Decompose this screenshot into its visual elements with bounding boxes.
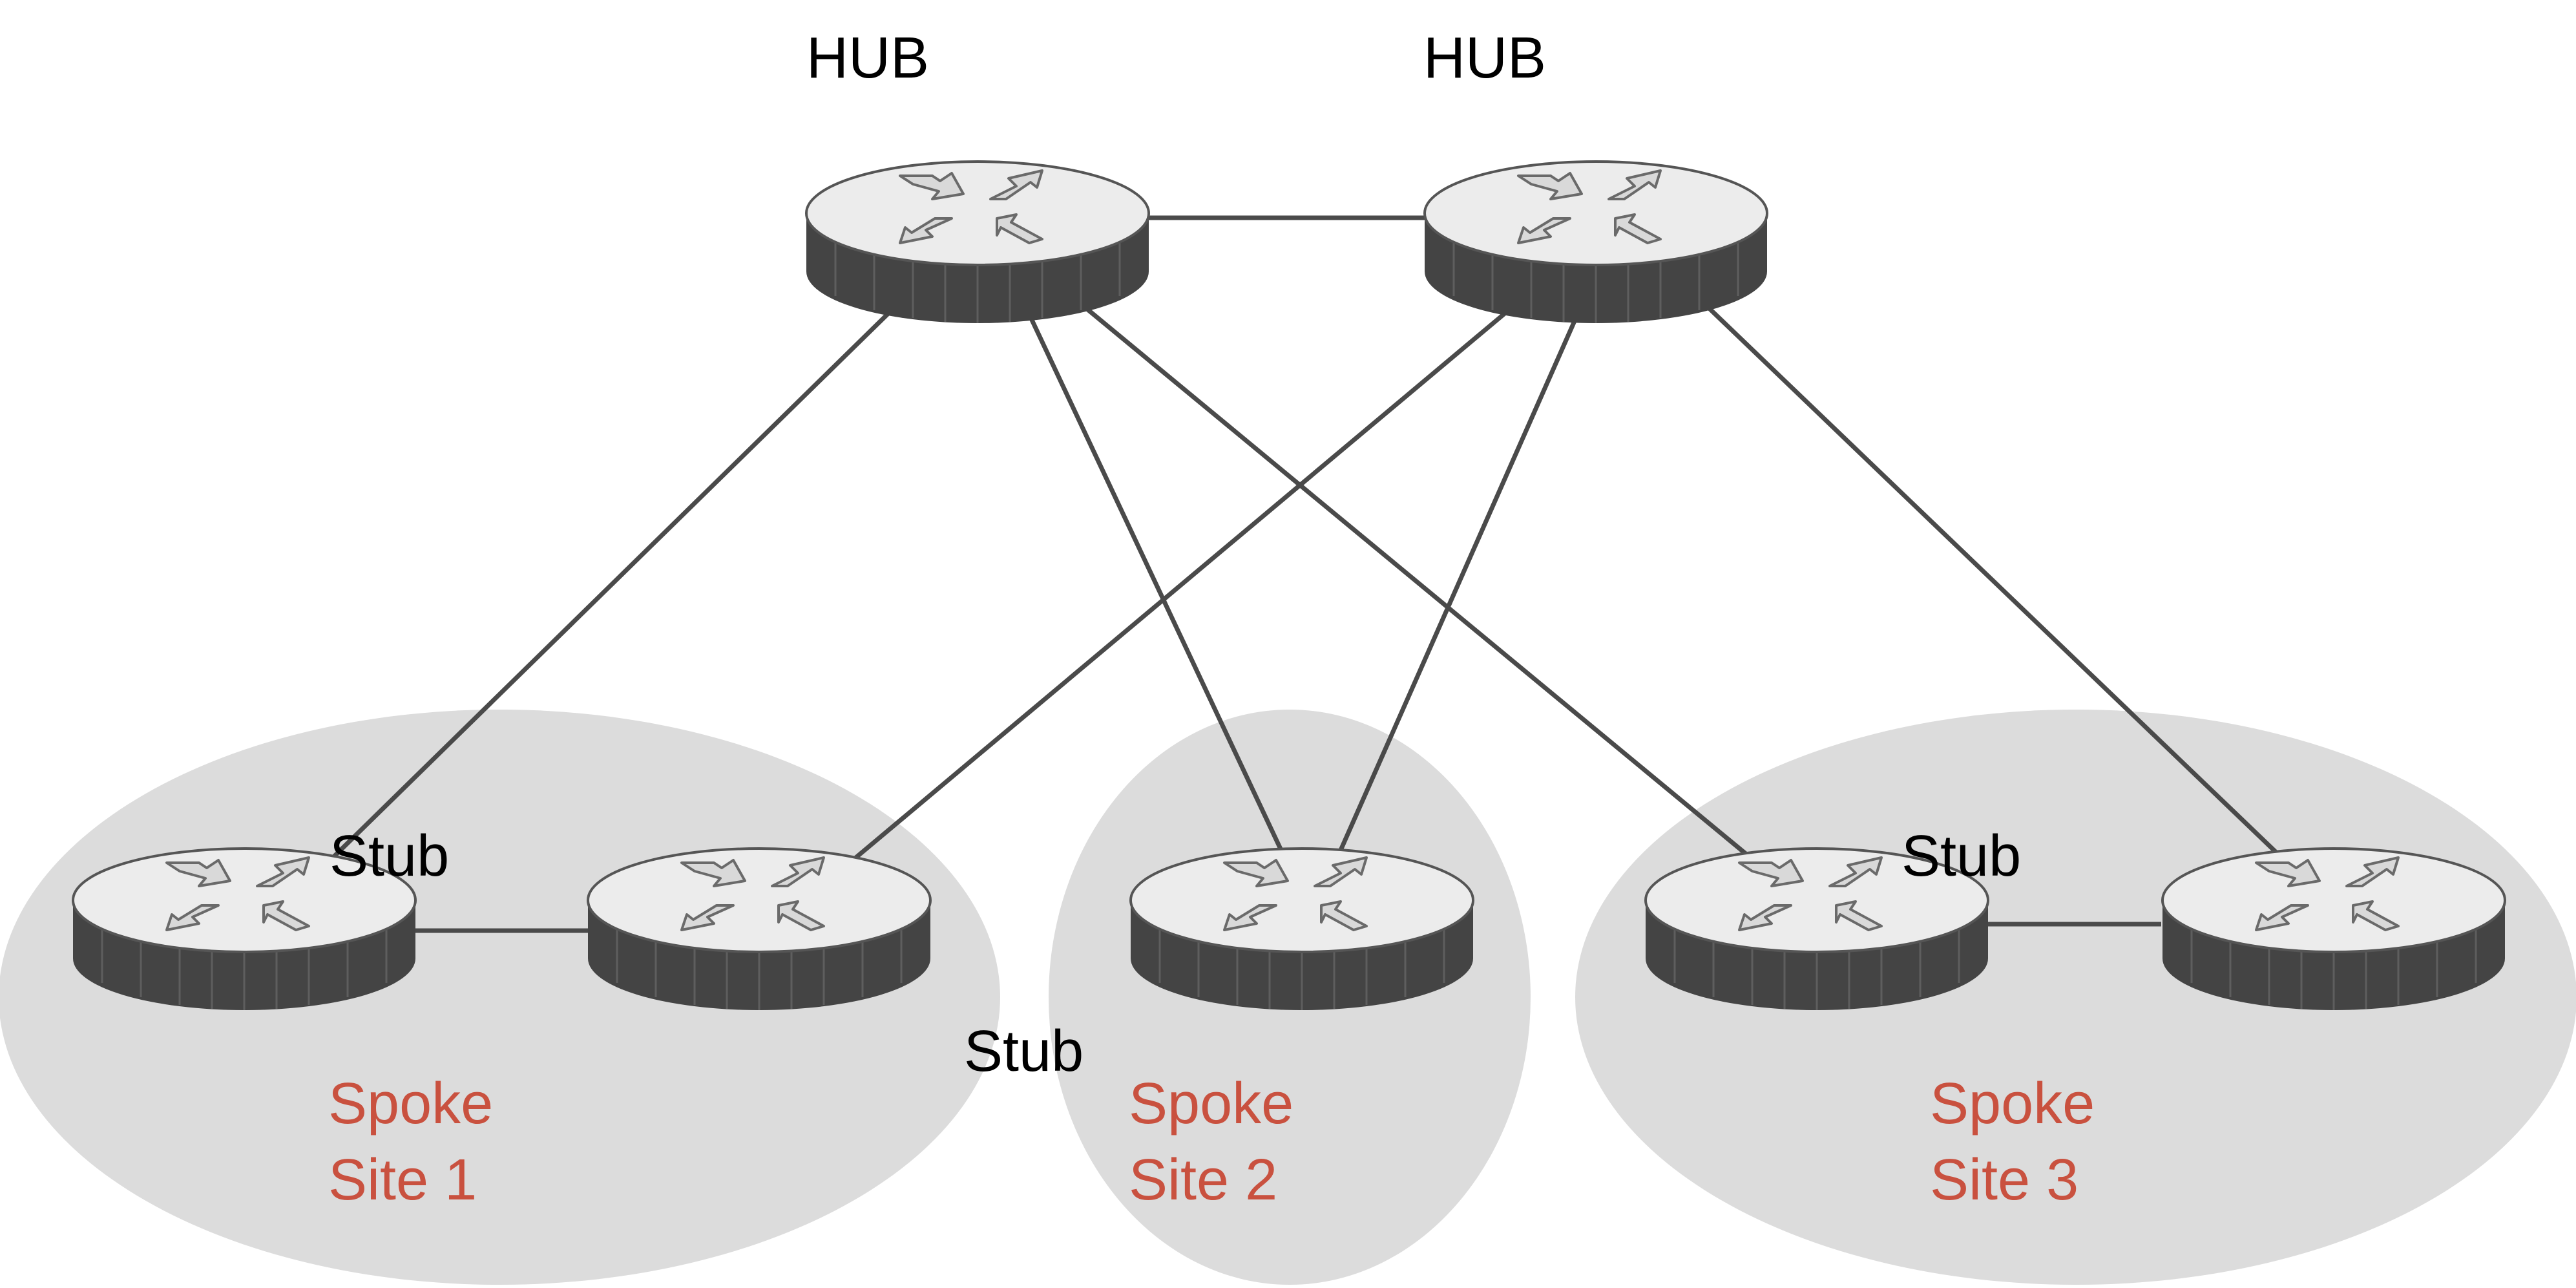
link-hub2-s1b <box>848 308 1511 865</box>
site-label-line2: Site 2 <box>1129 1148 1277 1212</box>
site-label-line1: Spoke <box>1129 1072 1293 1136</box>
stub-label: Stub <box>1901 824 2021 889</box>
site-label-line2: Site 3 <box>1930 1148 2079 1212</box>
hub-label: HUB <box>1423 26 1546 90</box>
network-links <box>324 215 2292 933</box>
hub-router-icon-hub2 <box>1423 160 1768 324</box>
stub-label: Stub <box>330 824 449 889</box>
link-hub2-s2 <box>1337 315 1579 854</box>
spoke-router-icon-s2 <box>1129 847 1474 1011</box>
hub-label: HUB <box>806 26 929 90</box>
link-hub1-s1a <box>324 308 894 866</box>
stub-label: Stub <box>964 1019 1084 1084</box>
labels: HUB HUB Stub Stub Stub Spoke Site 1 Spok… <box>328 26 2095 1212</box>
hub-router-icon-hub1 <box>805 160 1150 324</box>
site-label-line1: Spoke <box>328 1072 493 1136</box>
link-hub1-s2 <box>1025 309 1285 854</box>
link-hub1-s3a <box>1080 303 1763 868</box>
spoke-router-icon-s1b <box>587 847 932 1011</box>
site-label-line1: Spoke <box>1930 1072 2095 1136</box>
spoke-router-icon-s3b <box>2161 847 2506 1011</box>
link-hub2-s3b <box>1704 303 2292 868</box>
site-label-line2: Site 1 <box>328 1148 477 1212</box>
